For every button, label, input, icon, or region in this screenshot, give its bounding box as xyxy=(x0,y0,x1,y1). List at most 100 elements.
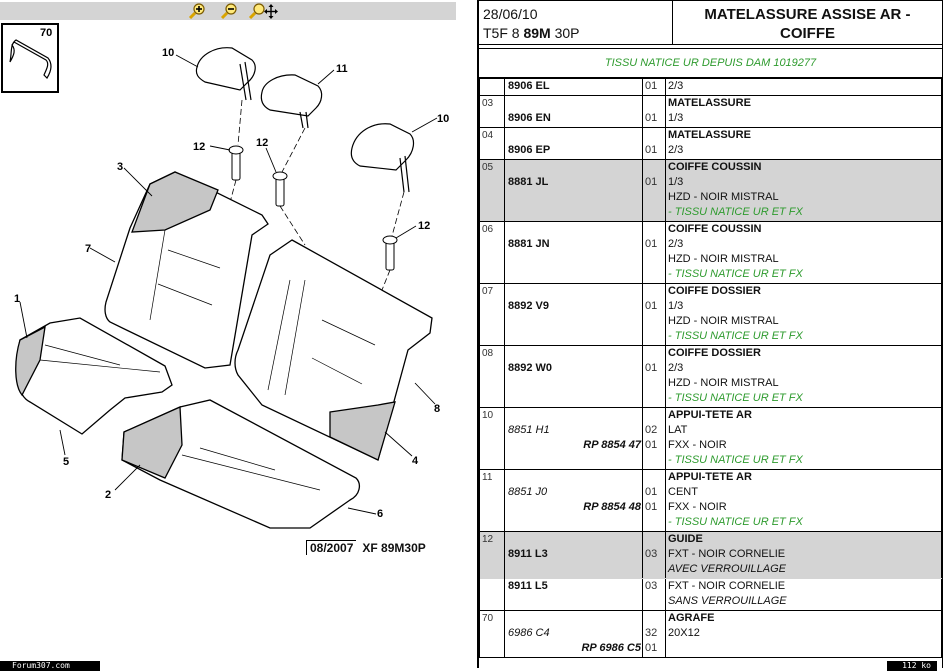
part-detail: LAT xyxy=(668,424,688,436)
part-quantity: 01 xyxy=(645,176,658,188)
fabric-note: - TISSU NATICE UR ET FX xyxy=(668,206,803,218)
part-reference: 8881 JL xyxy=(508,176,549,188)
part-reference: 8851 J0 xyxy=(508,486,548,498)
code-suffix: 30P xyxy=(550,25,580,41)
item-number: 11 xyxy=(482,472,493,483)
zoom-in-button[interactable] xyxy=(186,2,208,20)
title-line-2: COIFFE xyxy=(780,25,835,42)
fabric-note: - TISSU NATICE UR ET FX xyxy=(668,330,803,342)
seat-exploded-diagram: 70 xyxy=(1,23,449,529)
callout-12-b: 12 xyxy=(256,137,268,149)
replacement-reference: RP 6986 C5 xyxy=(581,642,641,654)
callout-4: 4 xyxy=(412,455,419,467)
callout-7: 7 xyxy=(85,243,91,255)
part-detail: 2/3 xyxy=(668,362,684,374)
fabric-banner: TISSU NATICE UR DEPUIS DAM 1019277 xyxy=(479,48,942,78)
diagram-model: XF 89M30P xyxy=(362,541,426,555)
item-number: 04 xyxy=(482,130,494,141)
part-detail: 1/3 xyxy=(668,300,684,312)
part-title: COIFFE COUSSIN xyxy=(668,161,762,173)
fabric-note: - TISSU NATICE UR ET FX xyxy=(668,454,803,466)
clip-inset: 70 xyxy=(1,23,59,93)
inset-label: 70 xyxy=(40,27,52,39)
part-title: GUIDE xyxy=(668,533,703,545)
part-quantity: 01 xyxy=(645,112,658,124)
part-detail: 1/3 xyxy=(668,176,684,188)
part-reference: 8911 L5 xyxy=(508,580,548,592)
part-quantity: 01 xyxy=(645,362,658,374)
part-reference: 8906 EN xyxy=(508,112,551,124)
part-reference: 8892 W0 xyxy=(508,362,553,374)
diagram-reference: 08/2007 XF 89M30P xyxy=(306,540,426,555)
part-detail: CENT xyxy=(668,486,698,498)
callout-6: 6 xyxy=(377,508,383,520)
fabric-note: - TISSU NATICE UR ET FX xyxy=(668,268,803,280)
part-quantity: 02 xyxy=(645,424,658,436)
part-title: COIFFE DOSSIER xyxy=(668,285,761,297)
zoom-pan-button[interactable] xyxy=(248,2,278,20)
callout-2: 2 xyxy=(105,489,111,501)
parts-panel: 28/06/10 T5F 8 89M 30P MATELASSURE ASSIS… xyxy=(477,0,943,668)
headrest-left xyxy=(195,47,256,101)
part-title: APPUI-TETE AR xyxy=(668,471,752,483)
callout-10-right: 10 xyxy=(437,113,449,125)
zoom-out-icon xyxy=(220,3,237,19)
part-quantity: 01 xyxy=(645,238,658,250)
part-quantity: 32 xyxy=(645,627,658,639)
part-quantity: 03 xyxy=(645,548,658,560)
table-row[interactable]: 8911 L5 03 FXT - NOIR CORNELIE SANS VERROUI… xyxy=(479,578,942,611)
callout-12-a: 12 xyxy=(193,141,205,153)
part-title: AGRAFE xyxy=(668,612,715,624)
part-detail: 20X12 xyxy=(668,627,700,639)
replacement-quantity: 01 xyxy=(645,642,658,654)
fabric-note: - TISSU NATICE UR ET FX xyxy=(668,392,803,404)
zoom-out-button[interactable] xyxy=(218,2,240,20)
part-variant: SANS VERROUILLAGE xyxy=(668,595,787,607)
part-detail: 2/3 xyxy=(668,238,684,250)
diagram-date: 08/2007 xyxy=(306,540,357,555)
callout-10-left: 10 xyxy=(162,47,174,59)
callout-8: 8 xyxy=(434,403,440,415)
part-reference: 8881 JN xyxy=(508,238,550,250)
zoom-in-icon xyxy=(188,3,205,19)
part-reference: 8892 V9 xyxy=(508,300,549,312)
cushion-left xyxy=(15,317,173,435)
part-title: COIFFE COUSSIN xyxy=(668,223,762,235)
code-bold: 89M xyxy=(523,25,551,41)
part-detail: FXT - NOIR CORNELIE xyxy=(668,580,786,592)
part-quantity: 01 xyxy=(645,300,658,312)
item-number xyxy=(480,79,504,81)
zoom-toolbar xyxy=(0,2,456,20)
part-quantity: 01 xyxy=(645,80,658,92)
part-reference: 6986 C4 xyxy=(508,627,550,639)
part-reference: 8906 EP xyxy=(508,144,551,156)
part-detail: 2/3 xyxy=(668,144,684,156)
replacement-quantity: 01 xyxy=(645,501,658,513)
leader-lines xyxy=(19,54,438,515)
part-title: MATELASSURE xyxy=(668,97,751,109)
backrest-right xyxy=(234,239,433,461)
part-detail: HZD - NOIR MISTRAL xyxy=(668,191,779,203)
item-number: 08 xyxy=(482,348,494,359)
callout-1: 1 xyxy=(14,293,20,305)
part-quantity: 03 xyxy=(645,580,658,592)
fabric-note: - TISSU NATICE UR ET FX xyxy=(668,516,803,528)
callout-3: 3 xyxy=(117,161,123,173)
item-number: 07 xyxy=(482,286,494,297)
part-detail: HZD - NOIR MISTRAL xyxy=(668,315,779,327)
zoom-pan-icon xyxy=(248,3,278,19)
header-code: T5F 8 89M 30P xyxy=(483,24,668,43)
item-number: 70 xyxy=(482,613,494,624)
table-row[interactable]: 70 6986 C4 RP 6986 C5 32 01 AGRAFE 20X12 xyxy=(479,610,942,658)
